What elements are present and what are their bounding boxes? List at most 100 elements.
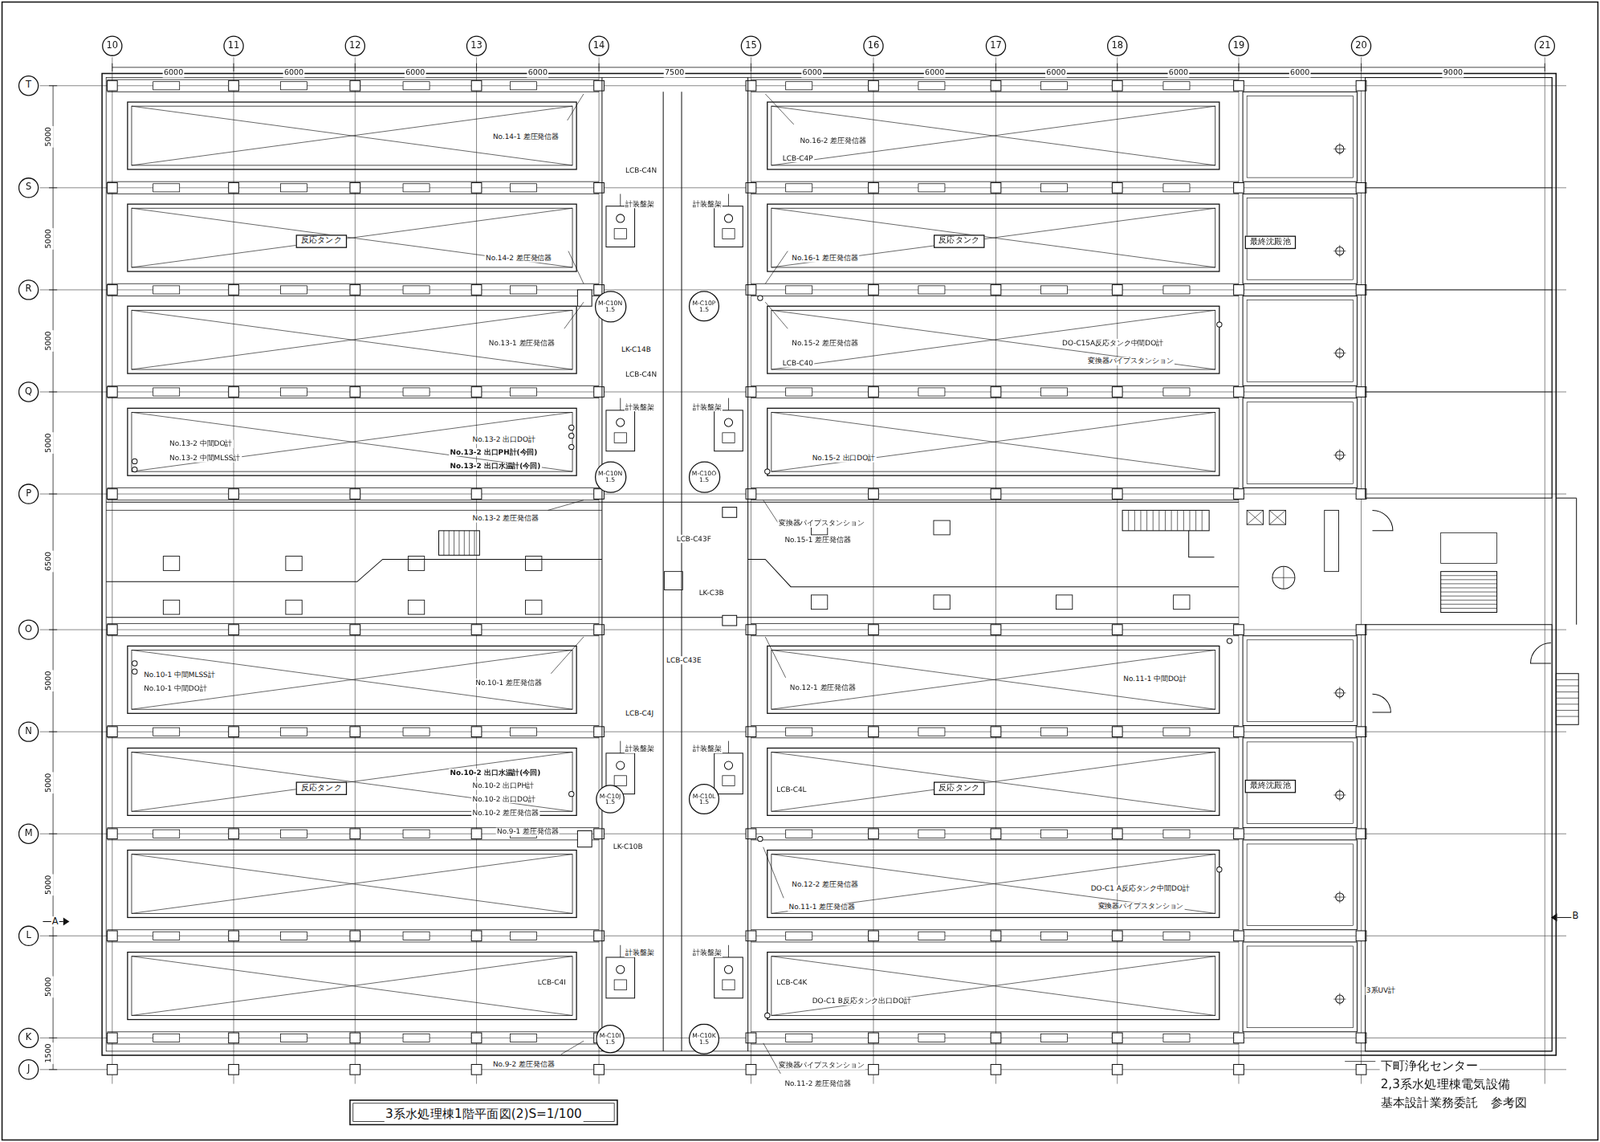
label-holder: 計装盤架 bbox=[692, 939, 723, 959]
label-holder: No.15-2 出口DO計 bbox=[810, 444, 876, 465]
meter-name: M-C10J bbox=[599, 792, 622, 799]
plan-label: No.10-2 差圧発信器 bbox=[471, 809, 540, 818]
grid-name: S bbox=[25, 183, 32, 193]
leader-line bbox=[567, 93, 584, 121]
channel-opening bbox=[785, 931, 813, 940]
channel-wall bbox=[750, 635, 1239, 636]
plan-label: No.15-1 差圧発信器 bbox=[783, 535, 852, 544]
label-holder: No.13-2 中間MLSS計 bbox=[168, 444, 242, 465]
grid-name: N bbox=[24, 726, 33, 737]
plan-label: 6000 bbox=[162, 68, 185, 78]
valve-symbol bbox=[1339, 992, 1340, 1005]
reaction-tank-inner bbox=[771, 309, 1216, 370]
stair-tread bbox=[1441, 595, 1498, 597]
stair-tread bbox=[1555, 697, 1579, 699]
grid-bubble: 17 bbox=[985, 35, 1006, 56]
label-holder: LCB-C43F bbox=[675, 525, 713, 545]
channel-wall bbox=[106, 1030, 599, 1032]
instrument-point bbox=[569, 432, 575, 438]
plan-label: No.10-1 中間DO計 bbox=[142, 684, 208, 693]
channel-opening bbox=[1040, 285, 1067, 294]
channel-opening bbox=[1040, 387, 1067, 396]
stair-tread bbox=[1146, 509, 1148, 530]
channel-opening bbox=[510, 387, 538, 396]
channel-opening bbox=[1040, 1033, 1067, 1042]
stair-tread bbox=[1139, 509, 1141, 530]
label-holder: No.9-2 差圧発信器 bbox=[492, 1050, 556, 1071]
column bbox=[745, 624, 757, 636]
plan-label: No.14-2 差圧発信器 bbox=[484, 253, 554, 262]
tank-cross bbox=[131, 649, 573, 709]
plan-label: No.16-1 差圧発信器 bbox=[790, 253, 860, 262]
tank-cross bbox=[771, 854, 1216, 914]
reaction-tank-inner bbox=[771, 854, 1216, 914]
plan-label: 計装盤架 bbox=[624, 199, 656, 208]
column bbox=[1111, 284, 1123, 296]
floor-opening bbox=[525, 599, 542, 615]
channel-wall bbox=[750, 487, 1239, 489]
channel-opening bbox=[403, 285, 430, 294]
channel-opening bbox=[918, 829, 945, 838]
channel-wall bbox=[750, 1030, 1239, 1032]
label-holder: No.14-2 差圧発信器 bbox=[484, 244, 554, 265]
door-swing bbox=[1530, 643, 1552, 664]
column bbox=[228, 624, 240, 636]
column bbox=[745, 386, 757, 398]
channel-opening bbox=[918, 81, 945, 90]
label-holder: 6000 bbox=[1289, 59, 1311, 79]
label-holder: 下町浄化センター bbox=[1379, 1054, 1480, 1074]
floor-opening bbox=[525, 556, 542, 571]
label-holder: No.10-2 出口PH計 bbox=[471, 772, 535, 792]
plan-label: LCB-C4J bbox=[624, 708, 656, 717]
column bbox=[228, 828, 240, 839]
final-sedimentation-tank bbox=[1242, 193, 1357, 284]
reaction-tank-inner bbox=[771, 411, 1216, 472]
label-holder: 計装盤架 bbox=[692, 394, 723, 414]
grid-name: T bbox=[25, 81, 32, 91]
channel-opening bbox=[510, 285, 538, 294]
plan-label: No.10-2 出口DO計 bbox=[471, 794, 537, 803]
grid-bubble: P bbox=[18, 483, 39, 504]
plan-label: LK-C14B bbox=[620, 346, 652, 355]
column bbox=[1233, 726, 1245, 737]
control-box bbox=[722, 614, 737, 626]
plan-label: 6000 bbox=[1045, 68, 1067, 78]
valve-symbol bbox=[724, 418, 733, 427]
instrument-point bbox=[757, 295, 763, 301]
plan-label: LCB-C40 bbox=[781, 358, 815, 367]
label-holder: 6000 bbox=[404, 59, 427, 79]
floor-opening bbox=[407, 599, 424, 615]
tank-cross bbox=[771, 309, 1216, 370]
label-holder: 5000 bbox=[35, 771, 55, 794]
reaction-tank bbox=[127, 747, 577, 815]
equipment-box bbox=[1246, 509, 1263, 525]
grid-name: R bbox=[25, 284, 33, 295]
label-holder: LCB-C4J bbox=[624, 700, 656, 720]
plan-label: LCB-C4P bbox=[781, 154, 815, 163]
grid-bubble: T bbox=[18, 75, 39, 96]
stair-tread bbox=[1441, 591, 1498, 593]
column bbox=[868, 1063, 880, 1075]
instrument-point bbox=[132, 668, 138, 674]
column bbox=[745, 284, 757, 296]
equipment-box bbox=[1324, 509, 1340, 571]
channel-opening bbox=[153, 285, 180, 294]
plan-label: B bbox=[1571, 910, 1580, 921]
channel-opening bbox=[153, 829, 180, 838]
column bbox=[350, 284, 361, 296]
corridor-wall bbox=[105, 509, 603, 511]
meter-name: M-C10N bbox=[598, 299, 623, 306]
column bbox=[1233, 930, 1245, 941]
channel-opening bbox=[403, 829, 430, 838]
grid-bubble: 19 bbox=[1228, 35, 1249, 56]
channel-wall bbox=[106, 283, 599, 285]
grid-bubble: L bbox=[18, 925, 39, 946]
channel-opening bbox=[403, 387, 430, 396]
plan-label: LCB-C4N bbox=[624, 370, 659, 379]
channel-wall bbox=[750, 193, 1239, 195]
tank-cross bbox=[131, 105, 573, 166]
name-box: 反応タンク bbox=[296, 234, 348, 249]
label-holder: B bbox=[1571, 903, 1580, 923]
grid-name: 20 bbox=[1355, 40, 1368, 51]
